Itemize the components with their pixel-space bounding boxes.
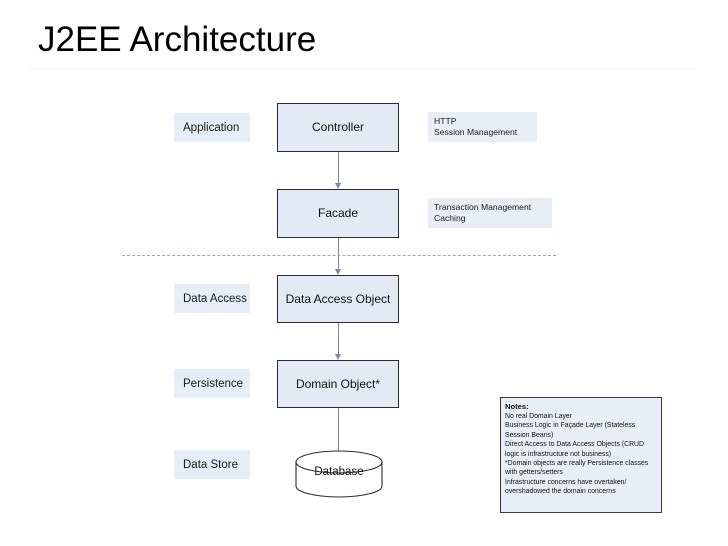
- node-controller[interactable]: Controller: [277, 103, 399, 152]
- connector-dao-to-domain-object: [338, 323, 339, 354]
- notes-line: *Domain objects are really Persistence c…: [505, 460, 649, 468]
- http-session-note-line1: HTTP: [434, 116, 457, 126]
- transaction-note-line1: Transaction Management: [434, 202, 532, 212]
- notes-line: with getters/setters: [505, 469, 563, 477]
- node-facade-label: Facade: [317, 206, 359, 220]
- layer-label-data-store-text: Data Store: [183, 458, 238, 471]
- node-domain-object[interactable]: Domain Object*: [277, 360, 399, 408]
- page-title: J2EE Architecture: [38, 20, 317, 59]
- title-divider: [30, 68, 696, 69]
- layer-divider-dashed: [122, 255, 556, 256]
- notes-panel: Notes: No real Domain Layer Business Log…: [500, 397, 662, 513]
- notes-line: Business Logic in Façade Layer (Stateles…: [505, 422, 636, 430]
- notes-title: Notes:: [505, 402, 529, 411]
- arrow-head-facade: [334, 183, 341, 189]
- layer-label-persistence: Persistence: [174, 369, 250, 398]
- layer-label-application: Application: [174, 113, 250, 142]
- notes-line: No real Domain Layer: [505, 413, 573, 420]
- node-domain-object-label: Domain Object*: [295, 376, 381, 391]
- node-data-access-object[interactable]: Data Access Object: [277, 275, 399, 323]
- connector-facade-to-dao: [338, 238, 339, 269]
- layer-label-persistence-text: Persistence: [183, 377, 244, 390]
- http-session-note-line2: Session Management: [434, 127, 518, 137]
- connector-domain-object-to-database: [338, 408, 339, 461]
- notes-line: overshadowed the domain concerns: [505, 488, 616, 496]
- layer-label-application-text: Application: [183, 121, 240, 134]
- transaction-note: Transaction Management Caching: [428, 198, 552, 228]
- http-session-note: HTTP Session Management: [428, 112, 537, 142]
- notes-line: Session Beans): [505, 431, 554, 439]
- transaction-note-line2: Caching: [434, 213, 466, 223]
- node-data-access-object-label: Data Access Object: [285, 291, 391, 306]
- layer-label-data-store: Data Store: [174, 450, 250, 479]
- arrow-head-domain-object: [334, 354, 341, 360]
- arrow-head-dao: [334, 269, 341, 275]
- database-cylinder-icon[interactable]: [295, 450, 383, 498]
- notes-line: Direct Access to Data Access Objects (CR…: [505, 441, 644, 449]
- node-controller-label: Controller: [311, 120, 365, 134]
- node-facade[interactable]: Facade: [277, 189, 399, 238]
- node-database-label: Database: [314, 466, 364, 478]
- connector-controller-to-facade: [338, 152, 339, 183]
- notes-line: Infrastructure concerns have overtaken/: [505, 478, 627, 486]
- layer-label-data-access-text: Data Access: [183, 292, 247, 305]
- layer-label-data-access: Data Access: [174, 284, 250, 313]
- notes-line: logic is infrastructure not business): [505, 450, 612, 458]
